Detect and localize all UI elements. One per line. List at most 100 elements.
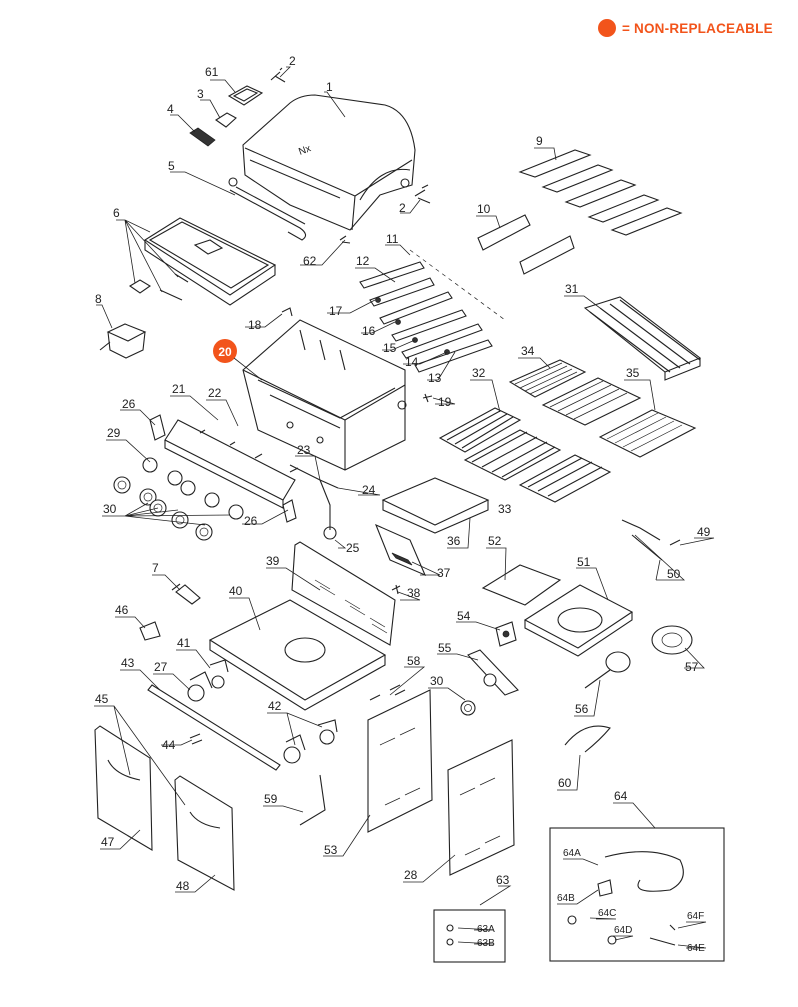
label-27: 27 xyxy=(154,660,168,674)
label-41: 41 xyxy=(177,636,191,650)
side-bracket-left xyxy=(149,414,166,441)
flame-tamers xyxy=(518,149,683,236)
label-4: 4 xyxy=(167,102,174,116)
cart-side-left xyxy=(367,689,433,833)
label-56: 56 xyxy=(575,702,589,716)
label-26: 26 xyxy=(244,514,258,528)
left-door xyxy=(94,725,153,851)
part-19-screw xyxy=(422,393,433,403)
control-knobs xyxy=(113,457,244,541)
label-9: 9 xyxy=(536,134,543,148)
part-62-screw xyxy=(339,235,351,244)
cast-iron-grates xyxy=(508,359,697,458)
label-25: 25 xyxy=(346,541,360,555)
label-64D: 64D xyxy=(614,925,632,936)
hardware-kit-63 xyxy=(433,909,506,963)
cooking-grates-left xyxy=(438,407,612,503)
label-53: 53 xyxy=(324,843,338,857)
label-38: 38 xyxy=(407,586,421,600)
part-58-hardware xyxy=(369,684,406,701)
label-2: 2 xyxy=(289,54,296,68)
label-32: 32 xyxy=(472,366,486,380)
label-2: 2 xyxy=(399,201,406,215)
label-44: 44 xyxy=(162,738,176,752)
label-34: 34 xyxy=(521,344,535,358)
back-panel xyxy=(291,541,396,646)
label-48: 48 xyxy=(176,879,190,893)
part-46-bracket xyxy=(139,621,161,641)
label-55: 55 xyxy=(438,641,452,655)
non-replaceable-badge-20: 20 xyxy=(213,339,263,381)
label-51: 51 xyxy=(577,555,591,569)
label-11: 11 xyxy=(386,232,399,246)
label-63A: 63A xyxy=(477,924,495,935)
part-38-screw xyxy=(391,584,401,595)
label-63: 63 xyxy=(496,873,510,887)
lid-screw-side xyxy=(414,184,431,204)
casters xyxy=(187,659,338,764)
label-6: 6 xyxy=(113,206,120,220)
side-burner-knob xyxy=(460,700,476,716)
side-burner-tube xyxy=(584,651,631,689)
label-64A: 64A xyxy=(563,848,581,859)
label-42: 42 xyxy=(268,699,282,713)
non-replaceable-marker-icon xyxy=(598,19,616,37)
leader-lines xyxy=(94,66,715,949)
burner-tubes xyxy=(359,249,506,373)
label-21: 21 xyxy=(172,382,186,396)
label-64B: 64B xyxy=(557,893,575,904)
label-19: 19 xyxy=(438,395,452,409)
label-36: 36 xyxy=(447,534,461,548)
grease-tray xyxy=(128,217,277,306)
cart-side-right xyxy=(447,739,515,876)
side-burner-ring xyxy=(651,625,693,655)
label-18: 18 xyxy=(248,318,262,332)
part-7-bracket xyxy=(171,583,201,605)
label-47: 47 xyxy=(101,835,115,849)
part-18-clip xyxy=(281,307,293,317)
label-24: 24 xyxy=(362,483,376,497)
label-50: 50 xyxy=(667,567,681,581)
label-59: 59 xyxy=(264,792,278,806)
label-57: 57 xyxy=(685,660,699,674)
label-1: 1 xyxy=(326,80,333,94)
grease-cup xyxy=(99,323,147,359)
right-door xyxy=(174,775,235,891)
label-7: 7 xyxy=(152,561,159,575)
bottom-shelf xyxy=(208,599,387,711)
lid-screw-top xyxy=(270,67,286,83)
control-panel xyxy=(164,419,299,509)
label-3: 3 xyxy=(197,87,204,101)
label-40: 40 xyxy=(229,584,243,598)
label-64C: 64C xyxy=(598,908,616,919)
label-30: 30 xyxy=(103,502,117,516)
label-64E: 64E xyxy=(687,943,705,954)
label-45: 45 xyxy=(95,692,109,706)
label-33: 33 xyxy=(498,502,512,516)
label-20: 20 xyxy=(218,345,232,359)
part-labels: 1 2 2 61 3 4 5 6 8 62 11 10 9 12 17 16 1… xyxy=(95,54,711,954)
label-35: 35 xyxy=(626,366,640,380)
label-23: 23 xyxy=(297,443,311,457)
label-60: 60 xyxy=(558,776,572,790)
lid: Nx xyxy=(242,94,416,231)
label-37: 37 xyxy=(437,566,451,580)
part-59-wire xyxy=(299,774,326,826)
label-62: 62 xyxy=(303,254,317,268)
label-28: 28 xyxy=(404,868,418,882)
side-bracket-right xyxy=(282,499,297,523)
side-burner-frame xyxy=(523,584,634,657)
label-31: 31 xyxy=(565,282,579,296)
regulator-hose-kit-64 xyxy=(549,827,725,962)
legend-text: = NON-REPLACEABLE xyxy=(622,20,773,36)
label-64F: 64F xyxy=(687,911,704,922)
label-63B: 63B xyxy=(477,938,495,949)
label-5: 5 xyxy=(168,159,175,173)
label-22: 22 xyxy=(208,386,222,400)
front-crossbar xyxy=(147,684,281,771)
label-16: 16 xyxy=(362,324,376,338)
side-burner-valve xyxy=(495,621,517,647)
legend: = NON-REPLACEABLE xyxy=(598,19,773,37)
side-burner-shelf-plate xyxy=(481,564,562,606)
